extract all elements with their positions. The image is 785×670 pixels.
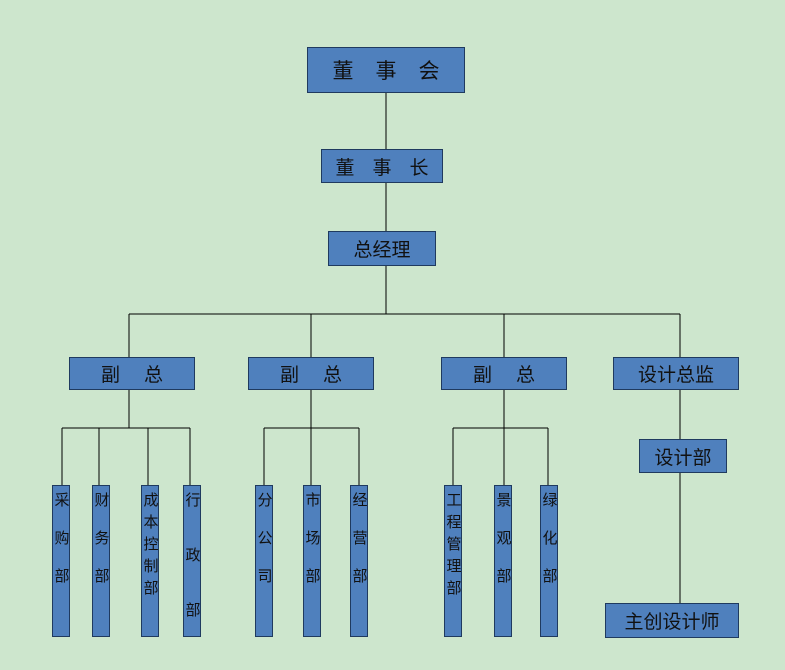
dept-finance-label: 财务部 — [92, 492, 111, 606]
vp3-box: 副总 — [441, 357, 567, 390]
design-director-box: 设计总监 — [613, 357, 739, 390]
chairman-label: 董事长 — [335, 156, 447, 179]
dept-landscape-label: 景观部 — [494, 492, 513, 606]
board-box: 董事会 — [307, 47, 465, 93]
general-manager-label: 总经理 — [353, 239, 411, 261]
design-dept-label: 设计部 — [654, 446, 712, 469]
dept-operations: 经营部 — [350, 485, 369, 637]
dept-engineering: 工程管理部 — [444, 485, 463, 637]
design-dept-box: 设计部 — [639, 439, 727, 473]
dept-branch-label: 分公司 — [255, 492, 274, 606]
general-manager-box: 总经理 — [328, 231, 436, 266]
dept-marketing-label: 市场部 — [303, 492, 322, 606]
design-director-label: 设计总监 — [637, 364, 714, 386]
dept-cost-control-label: 成本控制部 — [141, 492, 160, 602]
dept-admin-label: 行政部 — [183, 492, 202, 657]
chairman-box: 董事长 — [321, 149, 443, 183]
dept-greening-label: 绿化部 — [540, 492, 559, 606]
lead-designer-label: 主创设计师 — [624, 611, 720, 633]
dept-greening: 绿化部 — [540, 485, 559, 637]
dept-purchasing-label: 采购部 — [52, 492, 71, 606]
vp2-label: 副总 — [279, 364, 366, 386]
dept-marketing: 市场部 — [303, 485, 322, 637]
dept-branch: 分公司 — [255, 485, 274, 637]
dept-purchasing: 采购部 — [52, 485, 71, 637]
vp1-label: 副总 — [100, 364, 187, 386]
dept-cost-control: 成本控制部 — [141, 485, 160, 637]
vp1-box: 副总 — [69, 357, 195, 390]
dept-landscape: 景观部 — [494, 485, 513, 637]
vp3-label: 副总 — [472, 364, 559, 386]
vp2-box: 副总 — [248, 357, 374, 390]
lead-designer-box: 主创设计师 — [605, 603, 739, 638]
dept-admin: 行政部 — [183, 485, 202, 657]
dept-operations-label: 经营部 — [350, 492, 369, 606]
dept-finance: 财务部 — [92, 485, 111, 637]
board-label: 董事会 — [332, 59, 462, 83]
dept-engineering-label: 工程管理部 — [444, 492, 463, 602]
